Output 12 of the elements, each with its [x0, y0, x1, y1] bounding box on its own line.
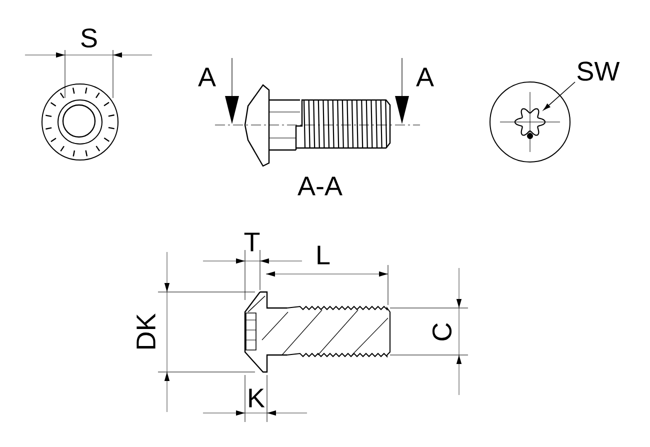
dimension-label: A-A [298, 176, 342, 196]
dimension-label: C [432, 323, 452, 340]
dimension-label: K [249, 388, 265, 408]
dimension-label: L [318, 246, 330, 264]
dimension-label: DK [136, 314, 156, 349]
dimension-label: T [244, 232, 260, 252]
leader-line [543, 82, 576, 110]
dimension-label: A [198, 68, 216, 86]
torx-drive-drawing [514, 108, 546, 139]
dimension-label: SW [577, 62, 620, 81]
dimension-label: A [416, 68, 434, 86]
dimension-label: S [81, 28, 97, 48]
